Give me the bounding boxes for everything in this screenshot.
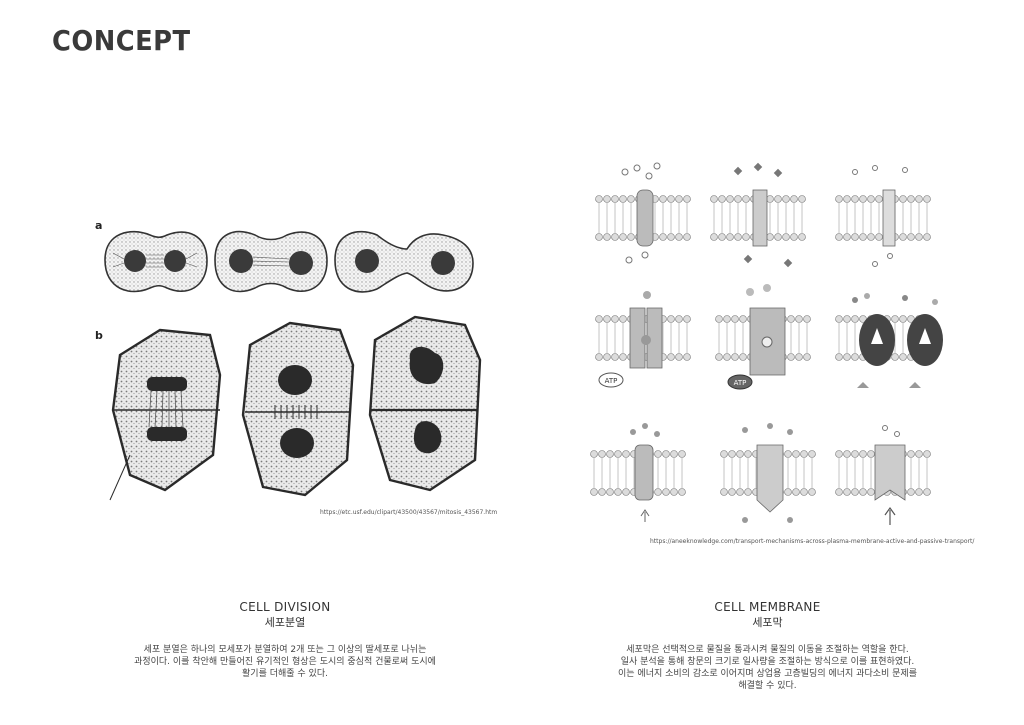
transport-row-2: ATP ATP	[594, 284, 943, 390]
cell-membrane-description: 세포막은 선택적으로 물질을 통과시켜 물질의 이동을 조절하는 역할을 한다.…	[585, 644, 950, 692]
atp-label-1: ATP	[605, 377, 618, 385]
panel-label-b: b	[95, 329, 103, 342]
description-line: 해결할 수 있다.	[738, 681, 797, 691]
row-b-cells	[109, 315, 482, 501]
cell-division-description: 세포 분열은 하나의 모세포가 분열하여 2개 또는 그 이상의 딸세포로 나뉘…	[110, 644, 460, 680]
mitosis-illustration	[104, 231, 482, 501]
cell-division-subtitle: 세포분열	[264, 616, 306, 629]
page-title: CONCEPT	[52, 24, 191, 57]
panel-label-a: a	[95, 219, 103, 232]
description-line: 활기를 더해줄 수 있다.	[242, 669, 328, 679]
description-line: 일사 분석을 통해 창문의 크기로 일사량을 조절하는 방식으로 이를 표현하였…	[620, 657, 915, 667]
row-a-cells	[104, 231, 474, 293]
membrane-transport-illustration: ATP ATP	[589, 162, 943, 525]
cell-membrane-title: CELL MEMBRANE	[714, 600, 821, 614]
cell-membrane-section: CELL MEMBRANE 세포막 세포막은 선택적으로 물질을 통과시켜 물질…	[585, 600, 950, 692]
cell-membrane-figure: ATP ATP	[585, 160, 960, 530]
description-line: 세포 분열은 하나의 모세포가 분열하여 2개 또는 그 이상의 딸세포로 나뉘…	[143, 645, 427, 655]
description-line: 이는 에너지 소비의 감소로 이어지며 상업용 고층빌딩의 에너지 과다소비 문…	[618, 669, 917, 679]
cell-membrane-subtitle: 세포막	[752, 616, 783, 629]
transport-row-1	[594, 162, 936, 268]
cell-division-figure: a b	[85, 205, 495, 505]
description-line: 세포막은 선택적으로 물질을 통과시켜 물질의 이동을 조절하는 역할을 한다.	[626, 645, 909, 655]
cell-membrane-image-credit: https://aneeknowledge.com/transport-mech…	[650, 538, 975, 545]
cell-division-title: CELL DIVISION	[239, 600, 331, 614]
cell-division-image-credit: https://etc.usf.edu/clipart/43500/43567/…	[320, 509, 498, 516]
atp-label-2: ATP	[734, 379, 747, 387]
description-line: 과정이다. 이를 착안해 만들어진 유기적인 형상은 도시의 중심적 건물로써 …	[134, 657, 436, 667]
transport-row-3	[589, 423, 936, 525]
cell-division-section: CELL DIVISION 세포분열 세포 분열은 하나의 모세포가 분열하여 …	[110, 600, 460, 680]
